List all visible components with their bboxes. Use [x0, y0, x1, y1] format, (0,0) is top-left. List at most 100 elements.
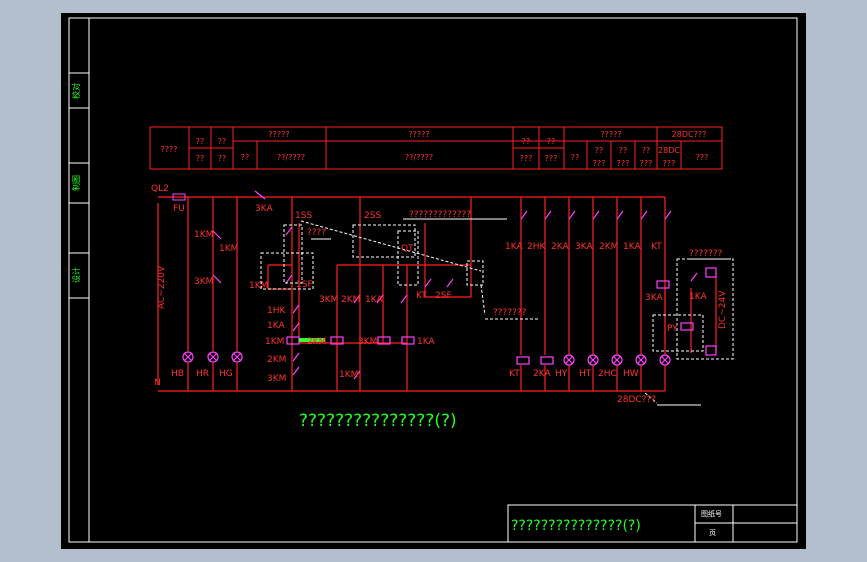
header-table [149, 126, 723, 170]
ht-c1: ???? [161, 145, 178, 154]
lbl-1hk: 1HK [267, 306, 286, 316]
title-block-page: 页 [709, 529, 716, 537]
lbl-r3: 2KA [551, 242, 569, 252]
lbl-ac: AC~220V [157, 265, 167, 309]
circuit-lines [157, 196, 717, 392]
ht-c8a: ?? [571, 153, 580, 162]
ht-c8b2: ??? [593, 159, 606, 168]
title-block-drawing-no: 图纸号 [701, 509, 722, 518]
lbl-note-top: ????????????? [409, 210, 471, 220]
ht-c9a1: 28DC [658, 146, 680, 155]
leader-lines [311, 218, 731, 406]
ht-c5b: ??/???? [405, 153, 433, 162]
side-label-draw: 制图 [71, 175, 81, 191]
lbl-3ka: 3KA [645, 293, 663, 303]
lbl-3km-b: 3KM [319, 295, 338, 305]
ht-c9top: 28DC??? [672, 130, 707, 139]
lbl-2ss: 2SS [364, 211, 381, 221]
lbl-dc: DC~24V [718, 290, 728, 329]
header-table-text: ???? ?? ?? ?? ?? ????? ?? ??/???? ????? … [161, 130, 709, 168]
lbl-note-bottom: 28DC??? [617, 395, 656, 405]
lbl-3ka-top: 3KA [255, 204, 273, 214]
lbl-fu: FU [173, 204, 185, 214]
ht-c8c2: ??? [617, 159, 630, 168]
ht-c2b: ?? [196, 154, 205, 163]
lbl-r2: 2HK [527, 242, 546, 252]
lbl-3km-c: 3KM [267, 374, 286, 384]
lbl-1ka: 1KA [365, 295, 383, 305]
lbl-1km-a: 1KM [194, 230, 213, 240]
lbl-r6: 1KA [623, 242, 641, 252]
ht-c9a2: ??? [663, 159, 676, 168]
lbl-b2: 2KA [533, 369, 551, 379]
fuse-fu [172, 193, 186, 201]
lbl-qt: QT [401, 244, 414, 254]
ht-c8d2: ??? [640, 159, 653, 168]
side-label-block: 校对 制图 设计 [69, 72, 89, 299]
lbl-hr: HR [196, 369, 209, 379]
lbl-1ka-coil: 1KA [417, 337, 435, 347]
lbl-py: PY [667, 324, 678, 334]
lbl-b1: KT [509, 369, 520, 379]
lbl-2km: 2KM [341, 295, 360, 305]
ht-c7b: ??? [545, 154, 558, 163]
coils [286, 267, 717, 365]
side-label-design: 设计 [71, 267, 81, 283]
lbl-2km-b: 2KM [267, 355, 286, 365]
ht-c4top: ????? [268, 130, 289, 139]
lamps [182, 351, 671, 366]
lbl-2km-coil: 2KM [307, 337, 326, 347]
lbl-hb: HB [171, 369, 184, 379]
ht-c5top: ????? [408, 130, 429, 139]
title-block: ???????????????(?) 图纸号 页 [507, 504, 798, 543]
lbl-r5: 2KM [599, 242, 618, 252]
lbl-hg: HG [219, 369, 233, 379]
inner-frame [88, 17, 798, 543]
lbl-1sf: 1SF [296, 280, 313, 290]
lbl-note-right: ??????? [689, 249, 723, 259]
ht-c8b1: ?? [595, 146, 604, 155]
lbl-r1: 1KA [505, 242, 523, 252]
ht-c3a: ?? [218, 137, 227, 146]
lbl-1ka-b: 1KA [267, 321, 285, 331]
lbl-note-mid: ??????? [493, 308, 527, 318]
lbl-n: N [154, 378, 161, 388]
schematic: 校对 制图 设计 ???? ?? ?? ?? ?? ????? ?? ??/??… [68, 17, 798, 543]
lbl-ql2: QL2 [151, 184, 169, 194]
lbl-1km-e: 1KM [339, 370, 358, 380]
ht-c8top: ????? [600, 130, 621, 139]
lbl-r7: KT [651, 242, 662, 252]
ht-c3b: ?? [218, 154, 227, 163]
ht-c4b: ??/???? [277, 153, 305, 162]
lbl-1km-b: 1KM [219, 244, 238, 254]
ht-c6a: ?? [522, 137, 531, 146]
title-block-title: ???????????????(?) [511, 518, 641, 534]
ht-c2a: ?? [196, 137, 205, 146]
lbl-3km-coil: 3KM [358, 337, 377, 347]
lbl-r4: 3KA [575, 242, 593, 252]
outer-frame [68, 17, 798, 543]
lbl-b6: HW [623, 369, 639, 379]
lbl-b3: HY [555, 369, 568, 379]
lbl-2sf: 2SF [435, 291, 452, 301]
ht-c6b: ??? [520, 154, 533, 163]
lbl-kt1: KT [416, 291, 427, 301]
ht-c8c1: ?? [619, 146, 628, 155]
diagram-labels: QL2 FU AC~220V N 3KA 1SS 2SS ???????????… [151, 184, 728, 405]
lbl-b5: 2HC [598, 369, 617, 379]
diagram-title: ???????????????(?) [299, 411, 457, 431]
lbl-1km-c: 1KM [249, 281, 268, 291]
ht-c4a: ?? [241, 153, 250, 162]
ht-c7a: ?? [547, 137, 556, 146]
lbl-3km: 3KM [194, 277, 213, 287]
ht-c9b: ??? [696, 153, 709, 162]
side-label-check: 校对 [71, 83, 81, 99]
lbl-1ss: 1SS [295, 211, 312, 221]
drawing-sheet: 校对 制图 设计 ???? ?? ?? ?? ?? ????? ?? ??/??… [61, 13, 806, 549]
ht-c8d1: ?? [642, 146, 651, 155]
lbl-1ka-r: 1KA [689, 292, 707, 302]
lbl-1km-d: 1KM [265, 337, 284, 347]
lbl-b4: HT [579, 369, 592, 379]
lbl-1ss-note: ???? [307, 228, 326, 238]
contacts [212, 190, 698, 380]
